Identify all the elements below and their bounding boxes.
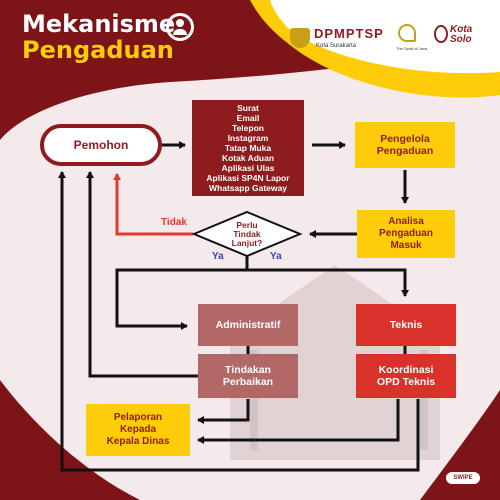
analisa-line: Pengaduan <box>379 228 433 239</box>
channel-item: Aplikasi Ulas <box>221 163 275 173</box>
koordinasi-node: Koordinasi OPD Teknis <box>356 354 456 398</box>
analisa-node: Analisa Pengaduan Masuk <box>357 210 455 258</box>
tindakan-line: Perbaikan <box>222 376 274 388</box>
arrow-decision-pemohon-tidak <box>113 173 193 236</box>
tindakan-line: Tindakan <box>225 364 271 376</box>
maroon-bottom-left <box>0 380 140 500</box>
koordinasi-line: Koordinasi <box>378 364 434 376</box>
decision-line: Lanjut? <box>231 237 263 248</box>
arrow-koordinasi-pelaporan <box>197 399 400 444</box>
maroon-bottom-right <box>420 390 500 500</box>
ya-left-label: Ya <box>212 251 224 262</box>
administratif-label: Administratif <box>215 319 281 331</box>
decision-line: Tindak <box>233 228 261 239</box>
channel-item: Whatsapp Gateway <box>209 183 287 193</box>
spirit-of-java-icon <box>398 24 416 42</box>
dpmptsp-logo-text: DPMPTSP <box>314 26 384 41</box>
pengelola-line: Pengaduan <box>376 145 434 157</box>
channel-item: Email <box>236 113 260 123</box>
administratif-node: Administratif <box>198 304 298 346</box>
title-line2: Pengaduan <box>22 36 174 64</box>
user-complaint-icon <box>166 13 194 41</box>
solo-text: Solo <box>450 34 472 45</box>
decision-node: Perlu Tindak Lanjut? <box>214 218 280 250</box>
arrow-decision-administratif <box>115 254 249 330</box>
channel-item: Instagram <box>227 133 269 143</box>
arrow-tindakan-pelaporan <box>197 399 250 424</box>
pelaporan-line: Kepala Dinas <box>106 436 170 447</box>
pengelola-node: Pengelola Pengaduan <box>355 122 455 168</box>
analisa-line: Masuk <box>390 240 422 251</box>
pengelola-line: Pengelola <box>380 133 430 145</box>
koordinasi-line: OPD Teknis <box>376 376 436 388</box>
channels-node: Surat Email Telepon Instagram Tatap Muka… <box>192 100 304 196</box>
channel-item: Telepon <box>232 123 264 133</box>
kota-surakarta-text: Kota Surakarta <box>316 43 357 49</box>
pelaporan-node: Pelaporan Kepada Kepala Dinas <box>86 404 190 456</box>
pelaporan-line: Pelaporan <box>113 412 163 423</box>
spirit-of-java-text: The Spirit of Java <box>396 46 428 51</box>
title-line1: Mekanisme <box>22 10 176 38</box>
arrow-tindakan-pemohon <box>86 171 198 378</box>
swipe-label: SWIPE <box>453 475 473 481</box>
arrow-decision-teknis <box>247 268 409 297</box>
kota-text: Kota <box>450 24 473 35</box>
decision-diamond <box>191 210 303 258</box>
channel-item: Surat <box>237 103 259 113</box>
swipe-badge[interactable]: SWIPE <box>446 472 480 484</box>
pelaporan-line: Kepada <box>119 424 157 435</box>
tindakan-node: Tindakan Perbaikan <box>198 354 298 398</box>
arrow-koordinasi-pemohon <box>58 171 420 472</box>
analisa-line: Analisa <box>388 216 424 227</box>
ya-right-label: Ya <box>270 251 282 262</box>
decision-line: Perlu <box>236 219 258 230</box>
tidak-label: Tidak <box>161 217 187 228</box>
pemohon-node: Pemohon <box>40 124 162 166</box>
pemohon-label: Pemohon <box>73 138 129 152</box>
teknis-label: Teknis <box>389 319 423 331</box>
teknis-node: Teknis <box>356 304 456 346</box>
channel-item: Tatap Muka <box>224 143 272 153</box>
channel-item: Kotak Aduan <box>221 153 275 163</box>
channel-item: Aplikasi SP4N Lapor <box>206 173 290 183</box>
logo-panel <box>270 0 500 74</box>
surakarta-crest-icon <box>290 28 310 48</box>
kota-solo-swirl-icon <box>434 25 448 43</box>
